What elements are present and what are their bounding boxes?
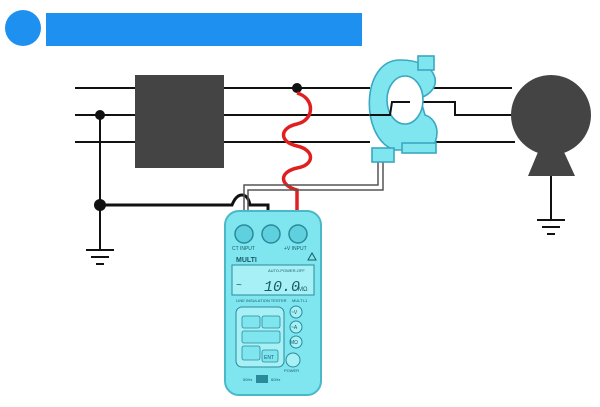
transformer-block	[135, 75, 224, 168]
meter-model: MULTI-1	[292, 298, 308, 303]
range-button-v[interactable]	[289, 305, 303, 319]
keypad-button-2[interactable]	[261, 315, 281, 329]
label-ct-input: CT INPUT	[232, 246, 255, 252]
keypad-button-3[interactable]	[241, 330, 281, 344]
header-bar	[46, 13, 362, 46]
range-button-mohm[interactable]	[289, 335, 303, 349]
junction-dot-left-top	[95, 110, 105, 120]
meter-brand: MULTI	[236, 257, 257, 264]
power-label: POWER	[284, 368, 299, 373]
motor	[511, 75, 591, 155]
enter-button-label: ENT	[264, 355, 274, 361]
display-unit: MΩ	[298, 287, 308, 293]
header-circle	[5, 10, 41, 46]
earth-test-lead	[100, 193, 270, 232]
junction-dot-top	[292, 83, 302, 93]
range-label-v: ~V	[291, 310, 298, 316]
display-value: 10.0	[264, 279, 300, 296]
ground-icon	[537, 219, 565, 235]
frequency-slide-switch[interactable]	[256, 375, 268, 383]
range-button-a[interactable]	[289, 320, 303, 334]
terminal-ct-left[interactable]	[234, 224, 254, 244]
display-ac-symbol: ~	[236, 280, 242, 291]
motor-base	[528, 152, 575, 176]
terminal-ct-right[interactable]	[261, 224, 281, 244]
keypad-button-4[interactable]	[241, 345, 261, 361]
power-button[interactable]	[285, 352, 301, 368]
label-v-input: +V INPUT	[284, 246, 307, 252]
slide-label-right: 60Hz	[271, 377, 280, 382]
lcd-display	[231, 264, 315, 296]
slide-label-left: 50Hz	[243, 377, 252, 382]
keypad-button-1[interactable]	[241, 315, 261, 329]
ground-icon	[86, 249, 114, 265]
range-label-a: ~A	[291, 325, 298, 331]
insulation-tester: CT INPUT +V INPUT MULTI AUTO-POWER-OFF ~…	[224, 210, 322, 396]
enter-button[interactable]	[261, 349, 279, 363]
warning-triangle-icon	[307, 251, 317, 261]
meter-subtitle: LINE INSULATION TESTER	[236, 298, 287, 303]
clamp-current-sensor	[368, 55, 438, 163]
display-mode: AUTO-POWER-OFF	[268, 268, 305, 273]
clamped-conductor	[370, 101, 410, 116]
range-label-mohm: MΩ	[290, 340, 298, 346]
terminal-v-input[interactable]	[288, 224, 308, 244]
voltage-test-lead	[281, 91, 313, 232]
